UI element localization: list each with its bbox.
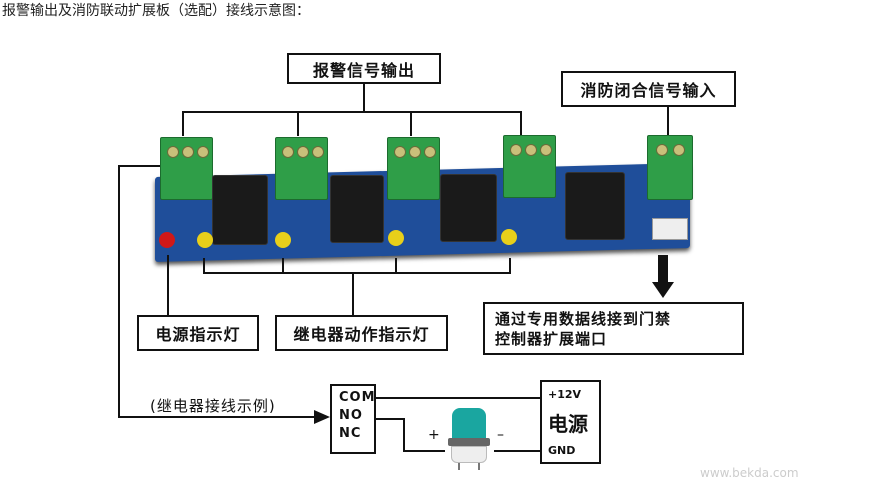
relay <box>212 175 268 245</box>
nc-label: NC <box>339 426 362 441</box>
connector-line <box>182 111 522 113</box>
connector-line <box>118 165 160 167</box>
page-title: 报警输出及消防联动扩展板（选配）接线示意图： <box>2 3 310 19</box>
relay <box>565 172 625 240</box>
connector-line <box>410 111 412 136</box>
power-indicator-label: 电源指示灯 <box>137 315 259 351</box>
connector-line <box>118 416 318 418</box>
gnd-label: GND <box>548 444 576 457</box>
connector-line <box>520 111 522 136</box>
arrow-down-icon <box>658 255 668 283</box>
wire-com <box>376 397 540 399</box>
wire-gnd <box>494 450 540 452</box>
connector-line <box>182 111 184 136</box>
com-label: COM <box>339 390 376 405</box>
relay <box>330 175 384 243</box>
connector-line <box>297 111 299 136</box>
terminal-block <box>160 137 213 200</box>
watermark: www.bekda.com <box>700 466 799 480</box>
fire-input-label: 消防闭合信号输入 <box>561 71 736 107</box>
connector-line <box>167 255 169 315</box>
alarm-output-label: 报警信号输出 <box>287 53 441 84</box>
power-label: 电源 <box>548 412 588 436</box>
relay-led <box>197 232 213 248</box>
data-port <box>652 218 688 240</box>
connector-line <box>395 258 397 273</box>
relay <box>440 174 497 242</box>
terminal-block <box>387 137 440 200</box>
connector-line <box>203 272 511 274</box>
arrow-down-icon <box>652 282 674 298</box>
lamp-plus: + <box>428 427 440 443</box>
relay-indicator-label: 继电器动作指示灯 <box>275 315 448 351</box>
data-port-label: 通过专用数据线接到门禁 控制器扩展端口 <box>483 302 744 355</box>
relay-example-label: (继电器接线示例) <box>150 397 276 415</box>
fire-input-terminal <box>647 135 693 200</box>
lamp-minus: – <box>497 427 504 443</box>
wire-no <box>376 418 404 420</box>
terminal-block <box>503 135 556 198</box>
relay-terminal-box: COM NO NC <box>330 384 376 454</box>
warning-lamp-icon <box>448 408 490 470</box>
connector-line <box>667 107 669 135</box>
data-port-label-line2: 控制器扩展端口 <box>495 329 608 348</box>
connector-line <box>363 84 365 112</box>
connector-line <box>282 258 284 273</box>
terminal-block <box>275 137 328 200</box>
no-label: NO <box>339 408 363 423</box>
wire-no <box>403 418 405 451</box>
plus-12v-label: +12V <box>548 388 582 401</box>
power-led <box>159 232 175 248</box>
arrow-right-icon <box>314 410 330 424</box>
relay-led <box>275 232 291 248</box>
connector-line <box>352 272 354 315</box>
power-supply-box: +12V 电源 GND <box>540 380 601 464</box>
relay-led <box>388 230 404 246</box>
relay-led <box>501 229 517 245</box>
connector-line <box>509 258 511 273</box>
connector-line <box>118 165 120 418</box>
connector-line <box>203 258 205 273</box>
data-port-label-line1: 通过专用数据线接到门禁 <box>495 309 672 328</box>
wire-no <box>403 450 445 452</box>
